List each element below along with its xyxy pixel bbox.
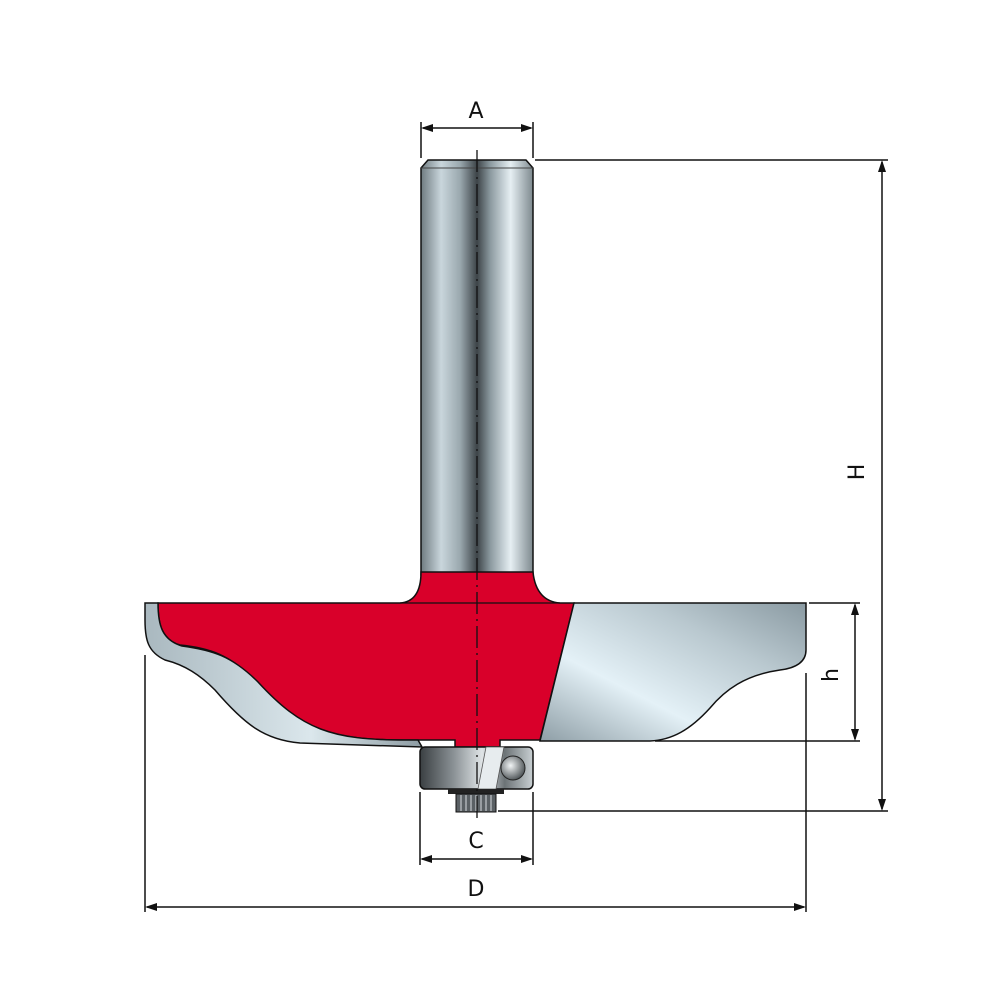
carbide-blade xyxy=(539,602,807,742)
dimension-label-D: D xyxy=(468,877,485,902)
left-carbide-edge xyxy=(144,602,424,748)
dimension-label-H: H xyxy=(845,464,870,481)
dimension-arrows xyxy=(145,124,886,911)
dimension-label-h: h xyxy=(819,668,844,682)
dimension-label-C: C xyxy=(468,829,483,854)
bearing-screw xyxy=(455,793,497,813)
dimension-label-A: A xyxy=(468,99,483,124)
dimension-lines xyxy=(144,122,888,912)
